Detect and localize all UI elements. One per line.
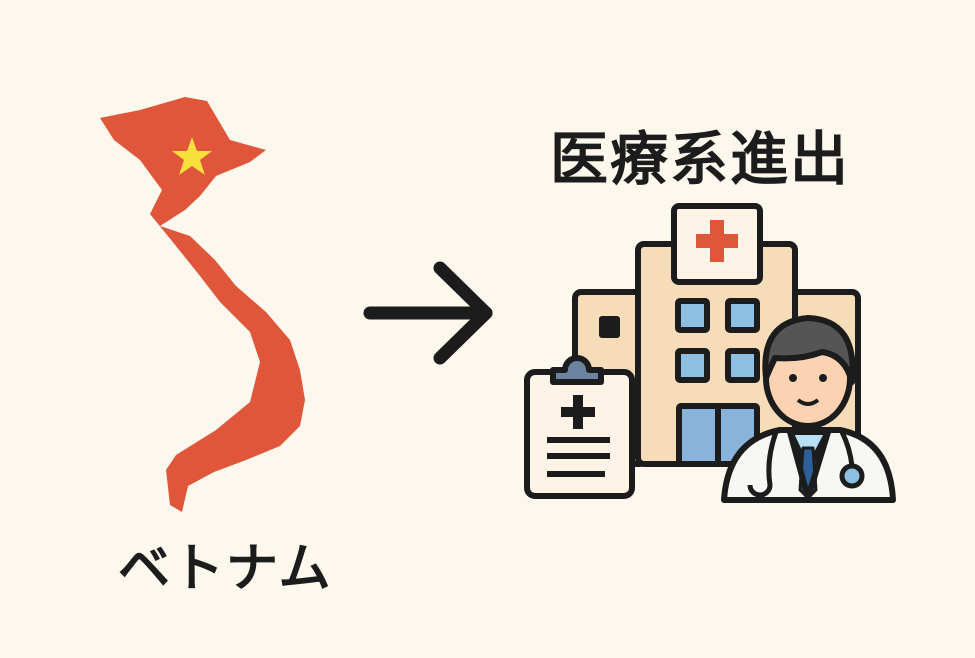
hospital-icon [572, 203, 861, 467]
vietnam-map-icon [100, 97, 305, 512]
medical-expansion-title: 医療系進出 [550, 125, 851, 193]
arrow-right-icon [363, 261, 493, 365]
hospital-doctor-icon [524, 203, 896, 503]
doctor-icon [721, 315, 896, 503]
vietnam-label: ベトナム [118, 539, 333, 599]
star-icon [172, 137, 212, 175]
clipboard-icon [524, 355, 635, 499]
